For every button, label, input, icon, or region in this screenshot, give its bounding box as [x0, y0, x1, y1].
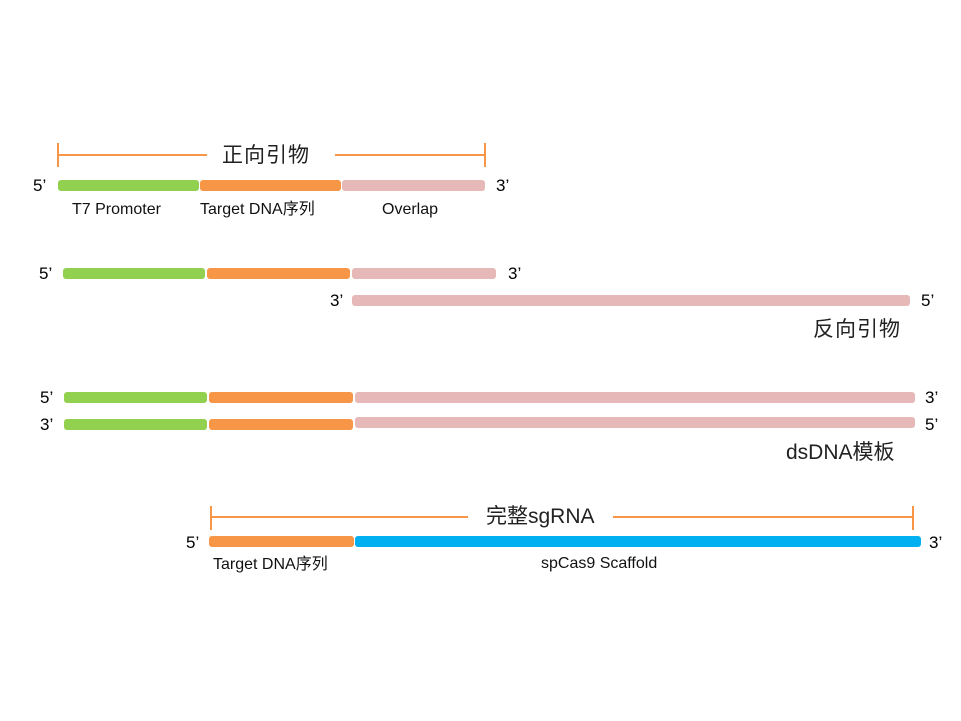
pair-forward-5prime-label: 5’	[39, 264, 53, 283]
dsdna-top-green-segment	[64, 392, 207, 403]
sgrna-target-dna-label: Target DNA序列	[213, 556, 328, 573]
reverse-primer-segment	[352, 295, 910, 306]
forward-5prime-label: 5’	[33, 176, 47, 195]
dsdna-top-pink-segment	[355, 392, 915, 403]
sgrna-bracket-left-line	[210, 516, 468, 518]
dsdna-bottom-5prime-label: 5’	[925, 415, 939, 434]
forward-3prime-label: 3’	[496, 176, 510, 195]
pair-forward-orange-segment	[207, 268, 350, 279]
sgrna-bracket-right-tick	[912, 506, 914, 530]
reverse-3prime-label: 3’	[330, 291, 344, 310]
target-dna-label: Target DNA序列	[200, 201, 315, 218]
sgrna-title: 完整sgRNA	[486, 505, 595, 528]
spcas9-scaffold-segment	[355, 536, 921, 547]
dsdna-bottom-green-segment	[64, 419, 207, 430]
spcas9-scaffold-label: spCas9 Scaffold	[541, 555, 658, 572]
dsdna-top-orange-segment	[209, 392, 353, 403]
reverse-5prime-label: 5’	[921, 291, 935, 310]
dsdna-template-label: dsDNA模板	[786, 441, 895, 464]
pair-forward-green-segment	[63, 268, 205, 279]
t7-promoter-segment	[58, 180, 199, 191]
target-dna-segment	[200, 180, 341, 191]
forward-bracket-left-line	[57, 154, 207, 156]
sgrna-bracket-left-tick	[210, 506, 212, 530]
dsdna-bottom-orange-segment	[209, 419, 353, 430]
overlap-label: Overlap	[382, 201, 439, 218]
t7-promoter-label: T7 Promoter	[72, 201, 161, 218]
pair-forward-pink-segment	[352, 268, 496, 279]
reverse-primer-label: 反向引物	[813, 318, 901, 341]
dsdna-bottom-3prime-label: 3’	[40, 415, 54, 434]
dsdna-top-5prime-label: 5’	[40, 388, 54, 407]
sgrna-5prime-label: 5’	[186, 533, 200, 552]
dsdna-top-3prime-label: 3’	[925, 388, 939, 407]
sgrna-3prime-label: 3’	[929, 533, 943, 552]
pair-forward-3prime-label: 3’	[508, 264, 522, 283]
sgrna-bracket-right-line	[613, 516, 914, 518]
dsdna-bottom-pink-segment	[355, 417, 915, 428]
overlap-segment	[342, 180, 485, 191]
forward-bracket-right-tick	[484, 143, 486, 167]
sgrna-target-dna-segment	[209, 536, 354, 547]
forward-bracket-right-line	[335, 154, 486, 156]
forward-primer-title: 正向引物	[222, 144, 310, 167]
